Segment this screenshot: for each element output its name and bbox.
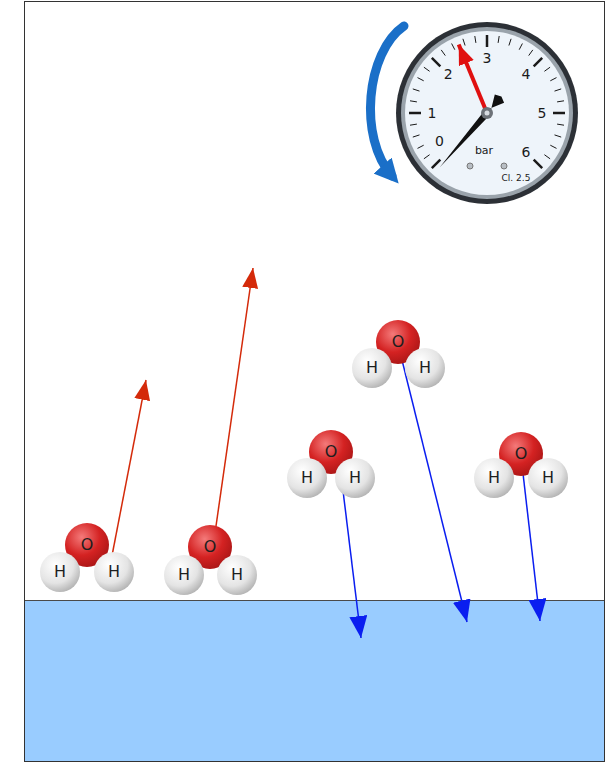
gauge-tick — [409, 112, 421, 115]
scale-number: 1 — [428, 106, 437, 120]
hydrogen-atom: H — [40, 552, 80, 592]
gauge-tick — [410, 101, 417, 102]
hydrogen-atom: H — [335, 458, 375, 498]
gauge-tick — [418, 78, 424, 81]
gauge-tick — [498, 36, 499, 43]
gauge-tick — [519, 44, 522, 50]
gauge-tick — [550, 78, 556, 81]
gauge-needle-shape — [440, 95, 504, 168]
gauge-tick — [550, 145, 556, 148]
gauge-tick — [413, 89, 420, 91]
hydrogen-atom: H — [164, 555, 204, 595]
hydrogen-atom: H — [474, 458, 514, 498]
atom-symbol: H — [542, 470, 554, 486]
gauge-tick — [557, 101, 564, 102]
atom-symbol: H — [178, 567, 190, 583]
gauge-tick — [463, 39, 465, 46]
escape-arrow — [110, 380, 146, 566]
scale-number: 6 — [521, 145, 530, 159]
atom-symbol: H — [108, 564, 120, 580]
hydrogen-atom: H — [287, 458, 327, 498]
gauge-hub-cap — [485, 111, 490, 116]
atom-symbol: H — [419, 360, 431, 376]
atom-symbol: O — [515, 446, 528, 462]
gauge-tick — [553, 112, 565, 115]
gauge-tick — [555, 135, 562, 137]
gauge-tick — [544, 67, 550, 71]
atom-symbol: H — [488, 470, 500, 486]
atom-symbol: O — [81, 537, 94, 553]
hydrogen-atom: H — [352, 348, 392, 388]
atom-symbol: O — [392, 334, 405, 350]
scale-number: 5 — [538, 106, 547, 120]
scale-number: 4 — [521, 67, 530, 81]
atom-symbol: H — [231, 567, 243, 583]
escape-arrow — [213, 268, 253, 547]
gauge-screw — [501, 163, 507, 169]
gauge-tick — [475, 36, 476, 43]
accuracy-class: Cl. 2.5 — [502, 174, 531, 183]
gauge-tick — [424, 155, 430, 159]
gauge-tick — [544, 155, 550, 159]
gauge-ticks — [409, 35, 565, 168]
scale-number: 3 — [483, 51, 492, 65]
pressure-gauge — [396, 22, 578, 204]
atom-symbol: H — [54, 564, 66, 580]
gauge-tick — [557, 124, 564, 125]
gauge-tick — [441, 50, 445, 56]
atom-symbol: H — [349, 470, 361, 486]
gauge-tick — [413, 135, 420, 137]
gauge-needle — [440, 95, 504, 168]
gauge-tick — [486, 35, 489, 47]
gauge-tick — [529, 50, 533, 56]
gauge-bezel — [396, 22, 578, 204]
scale-number: 2 — [444, 67, 453, 81]
gauge-tick — [432, 160, 441, 169]
water-surface — [25, 600, 604, 601]
gauge-rim — [401, 27, 573, 199]
gauge-tick — [534, 160, 543, 169]
gauge-tick — [410, 124, 417, 125]
gauge-tick — [509, 39, 511, 46]
atom-symbol: O — [204, 539, 217, 555]
gauge-tick — [418, 145, 424, 148]
gauge-tick — [555, 89, 562, 91]
container-frame — [25, 2, 605, 762]
hydrogen-atom: H — [528, 458, 568, 498]
hydrogen-atom: H — [94, 552, 134, 592]
gauge-face — [405, 31, 569, 195]
gauge-tick — [432, 58, 441, 67]
gauge-tick — [424, 67, 430, 71]
return-arrow — [398, 344, 467, 622]
unit-label: bar — [475, 145, 493, 156]
gauge-hub — [481, 107, 493, 119]
atom-symbol: O — [325, 444, 338, 460]
gauge-tick — [534, 58, 543, 67]
hydrogen-atom: H — [217, 555, 257, 595]
water — [25, 600, 604, 761]
gauge-screw — [467, 163, 473, 169]
hydrogen-atom: H — [405, 348, 445, 388]
scale-number: 0 — [435, 134, 444, 148]
atom-symbol: H — [366, 360, 378, 376]
gauge-tick — [452, 44, 455, 50]
atom-symbol: H — [301, 470, 313, 486]
